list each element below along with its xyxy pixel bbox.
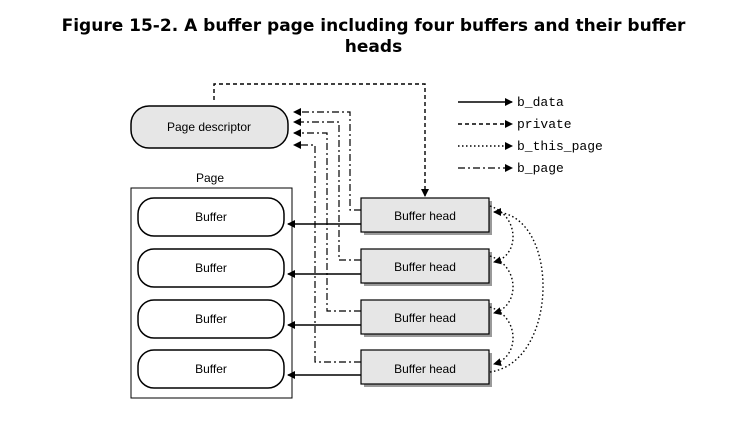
buffer-4: Buffer xyxy=(137,349,285,389)
legend-label: private xyxy=(517,117,572,132)
buffer-label: Buffer xyxy=(195,312,227,326)
page-label: Page xyxy=(196,171,224,185)
buffer-label: Buffer xyxy=(195,210,227,224)
legend-item-private: private xyxy=(458,117,572,132)
buffer-head-4: Buffer head xyxy=(360,349,492,387)
buffer-3: Buffer xyxy=(137,299,285,339)
page-descriptor-label: Page descriptor xyxy=(167,120,251,134)
buffer-label: Buffer xyxy=(195,261,227,275)
legend-label: b_this_page xyxy=(517,139,603,154)
b-data-arrows xyxy=(287,220,361,379)
b-this-page-arrows xyxy=(489,205,544,373)
buffer-head-label: Buffer head xyxy=(394,362,456,376)
buffer-2: Buffer xyxy=(137,248,285,288)
buffer-head-label: Buffer head xyxy=(394,260,456,274)
private-pointer-arrow xyxy=(213,83,429,197)
figure-title-line-2: heads xyxy=(344,37,403,57)
b-page-arrows xyxy=(293,108,361,363)
buffer-head-label: Buffer head xyxy=(394,311,456,325)
buffer-head-2: Buffer head xyxy=(360,248,492,286)
legend-item-b-page: b_page xyxy=(458,161,564,176)
buffer-head-label: Buffer head xyxy=(394,209,456,223)
legend-label: b_data xyxy=(517,95,564,110)
legend-label: b_page xyxy=(517,161,564,176)
legend-item-b-this-page: b_this_page xyxy=(458,139,603,154)
figure-title-line-1: Figure 15-2. A buffer page including fou… xyxy=(61,16,686,36)
page-descriptor: Page descriptor xyxy=(130,105,289,149)
legend-item-b-data: b_data xyxy=(458,95,564,110)
figure-title: Figure 15-2. A buffer page including fou… xyxy=(0,16,747,58)
buffer-1: Buffer xyxy=(137,197,285,237)
buffer-head-3: Buffer head xyxy=(360,299,492,337)
buffer-label: Buffer xyxy=(195,362,227,376)
buffer-head-1: Buffer head xyxy=(360,197,492,235)
legend: b_data private b_this_page b_page xyxy=(458,95,603,176)
